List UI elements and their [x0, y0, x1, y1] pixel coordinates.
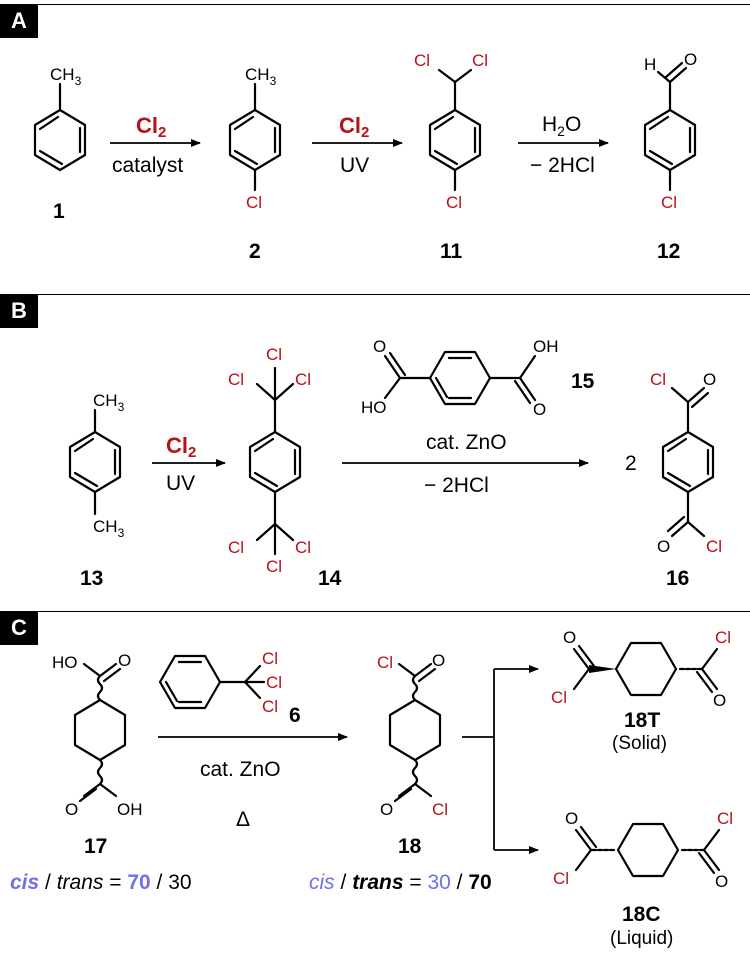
chlorine-label: Cl — [553, 869, 569, 888]
oxygen-label: O — [118, 651, 131, 670]
compound-6-structure — [158, 654, 266, 710]
chlorine-label: Cl — [414, 51, 430, 70]
compound-17-structure — [73, 662, 127, 803]
compound-18c-state: (Liquid) — [610, 928, 673, 949]
isomer-ratio-18: cis / trans = 30 / 70 — [309, 871, 492, 894]
compound-17-label: 17 — [84, 835, 107, 858]
hydrogen-label: H — [644, 55, 656, 74]
hydroxyl-label: HO — [52, 653, 78, 672]
chlorine-label: Cl — [472, 51, 488, 70]
ch3-label: CH3 — [50, 65, 82, 88]
compound-1-label: 1 — [53, 200, 65, 223]
compound-15-structure — [383, 350, 537, 406]
hydroxyl-label: HO — [361, 398, 387, 417]
compound-14-structure — [248, 366, 302, 556]
uv-condition: UV — [166, 472, 195, 495]
cl2-condition-3: Cl2 — [166, 433, 196, 461]
oxygen-label: O — [533, 400, 546, 419]
panel-a-rule — [0, 4, 750, 5]
branching-arrows — [462, 665, 539, 854]
chlorine-label: Cl — [295, 370, 311, 389]
compound-18-label: 18 — [398, 835, 422, 858]
chlorine-label: Cl — [432, 800, 448, 819]
isomer-ratio-17: cis / trans = 70 / 30 — [10, 871, 192, 894]
chlorine-label: Cl — [295, 538, 311, 557]
hydroxyl-label: OH — [117, 800, 143, 819]
compound-16-label: 16 — [666, 567, 689, 590]
panel-b-tag: B — [0, 294, 38, 328]
compound-18t-label: 18T — [624, 709, 660, 732]
stoichiometric-coefficient: 2 — [625, 452, 637, 475]
chlorine-label: Cl — [262, 649, 278, 668]
cl2-condition-2: Cl2 — [339, 113, 369, 141]
hcl-elimination-condition: − 2HCl — [530, 154, 595, 177]
compound-18c-structure — [574, 822, 721, 878]
catalyst-condition: catalyst — [112, 154, 183, 177]
chlorine-label: Cl — [650, 370, 666, 389]
ch3-label: CH3 — [245, 65, 277, 88]
uv-condition: UV — [340, 154, 369, 177]
oxygen-label: O — [657, 537, 670, 556]
compound-15-label: 15 — [571, 370, 595, 393]
compound-11-label: 11 — [440, 240, 463, 263]
chlorine-label: Cl — [262, 697, 278, 716]
panel-c-rule — [0, 611, 750, 612]
compound-18t-structure — [572, 641, 719, 697]
compound-1-structure — [33, 82, 87, 172]
chlorine-label: Cl — [661, 193, 677, 212]
compound-18c-label: 18C — [622, 903, 661, 926]
chlorine-label: Cl — [246, 193, 262, 212]
ch3-label: CH3 — [93, 517, 125, 540]
zno-catalyst-condition: cat. ZnO — [426, 431, 507, 454]
chlorine-label: Cl — [228, 370, 244, 389]
oxygen-label: O — [432, 651, 445, 670]
oxygen-label: O — [380, 800, 393, 819]
chlorine-label: Cl — [446, 193, 462, 212]
oxygen-label: O — [715, 872, 728, 891]
compound-12-structure — [643, 61, 697, 192]
ch3-label: CH3 — [93, 391, 125, 414]
compound-13-structure — [68, 408, 122, 516]
chlorine-label: Cl — [715, 628, 731, 647]
panel-c-tag: C — [0, 611, 38, 645]
compound-18-structure — [388, 662, 442, 803]
chlorine-label: Cl — [551, 688, 567, 707]
oxygen-label: O — [565, 809, 578, 828]
heat-condition: Δ — [236, 808, 250, 831]
hcl-elimination-condition: − 2HCl — [424, 474, 489, 497]
oxygen-label: O — [563, 628, 576, 647]
compound-12-label: 12 — [657, 240, 680, 263]
oxygen-label: O — [373, 337, 386, 356]
compound-16-structure — [661, 386, 715, 538]
oxygen-label: O — [703, 370, 716, 389]
compound-13-label: 13 — [80, 567, 103, 590]
compound-6-label: 6 — [289, 704, 301, 727]
panel-b-rule — [0, 294, 750, 295]
chlorine-label: Cl — [266, 345, 282, 364]
oxygen-label: O — [65, 800, 78, 819]
compound-2-structure — [228, 82, 282, 192]
chlorine-label: Cl — [717, 809, 733, 828]
oxygen-label: O — [713, 691, 726, 710]
hydroxyl-label: OH — [533, 337, 559, 356]
compound-18t-state: (Solid) — [612, 733, 667, 754]
chlorine-label: Cl — [228, 538, 244, 557]
zno-catalyst-condition: cat. ZnO — [200, 758, 281, 781]
compound-14-label: 14 — [318, 567, 342, 590]
h2o-condition: H2O — [542, 113, 581, 139]
panel-a-tag: A — [0, 4, 38, 38]
compound-2-label: 2 — [249, 240, 261, 263]
chlorine-label: Cl — [266, 557, 282, 576]
compound-11-structure — [428, 68, 482, 192]
oxygen-label: O — [684, 50, 697, 69]
chlorine-label: Cl — [377, 653, 393, 672]
cl2-condition-1: Cl2 — [136, 113, 166, 141]
chlorine-label: Cl — [266, 673, 282, 692]
chlorine-label: Cl — [706, 537, 722, 556]
